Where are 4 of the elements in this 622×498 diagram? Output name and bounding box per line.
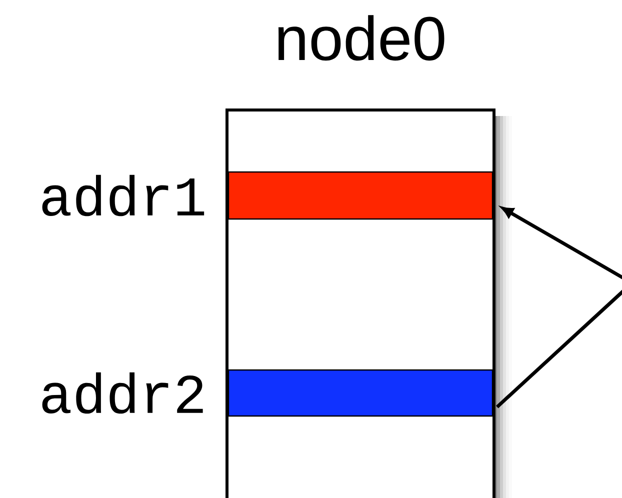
arrow: [496, 206, 622, 408]
box-title: node0: [278, 15, 444, 61]
address-label: addr2: [42, 372, 203, 414]
address-label: addr1: [42, 174, 204, 216]
